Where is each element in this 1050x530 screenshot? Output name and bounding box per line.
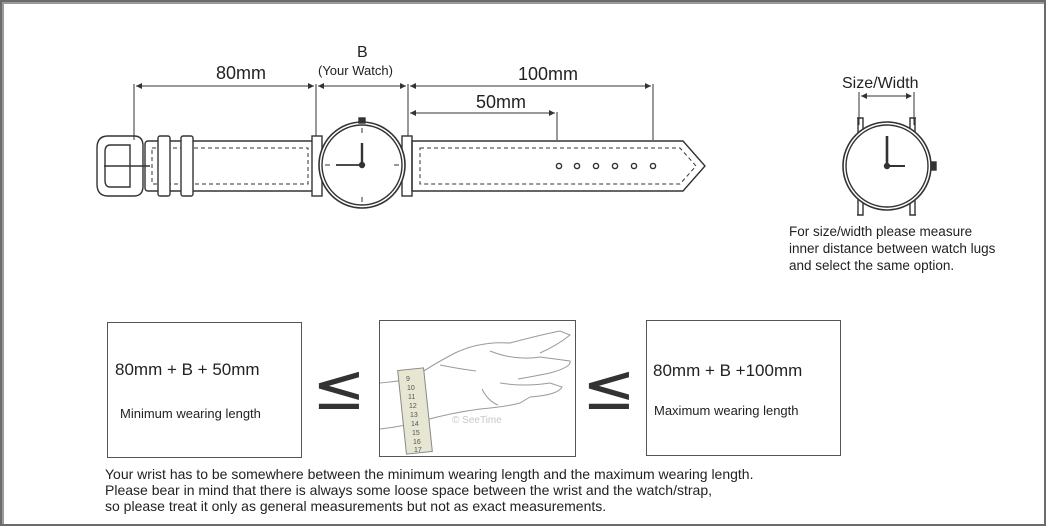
- size-width-note-line: For size/width please measure: [789, 224, 973, 239]
- wrist-sketch: 9 10 11 12 13 14 15 16 17 © SeeTime: [380, 330, 571, 455]
- tape-number: 11: [408, 394, 415, 401]
- less-equal-symbol: ≤: [582, 351, 636, 425]
- size-width-note-line: inner distance between watch lugs: [789, 241, 996, 256]
- size-width-note: For size/width please measure inner dist…: [789, 223, 995, 274]
- left-length-label: 80mm: [216, 63, 267, 83]
- tape-number: 10: [407, 385, 415, 392]
- min-length-box: 80mm + B + 50mm Minimum wearing length: [107, 322, 302, 458]
- watch-b-label: B: [357, 44, 368, 61]
- max-length-box: 80mm + B +100mm Maximum wearing length: [646, 320, 841, 456]
- min-length-formula: 80mm + B + 50mm: [115, 360, 260, 379]
- min-length-caption: Minimum wearing length: [120, 406, 261, 421]
- tape-number: 17: [414, 447, 422, 454]
- footer-line: so please treat it only as general measu…: [105, 498, 607, 514]
- tape-number: 13: [410, 412, 418, 419]
- tape-number: 16: [413, 439, 421, 446]
- tape-number: 12: [409, 403, 417, 410]
- less-equal-symbol: ≤: [312, 351, 366, 425]
- photo-watermark: © SeeTime: [452, 415, 502, 426]
- footer-line: Please bear in mind that there is always…: [105, 482, 712, 498]
- tape-number: 14: [411, 421, 419, 428]
- watch-sub-label: (Your Watch): [318, 63, 393, 78]
- max-length-caption: Maximum wearing length: [654, 403, 799, 418]
- tape-number: 15: [412, 430, 420, 437]
- long-length-label: 100mm: [518, 64, 579, 84]
- max-length-formula: 80mm + B +100mm: [653, 361, 803, 380]
- short-length-label: 50mm: [476, 92, 527, 112]
- size-width-title: Size/Width: [842, 75, 919, 92]
- size-width-note-line: and select the same option.: [789, 258, 955, 273]
- wrist-measurement-photo: 9 10 11 12 13 14 15 16 17 © SeeTime: [379, 320, 576, 457]
- footer-note: Your wrist has to be somewhere between t…: [105, 466, 753, 514]
- tape-number: 9: [406, 376, 410, 383]
- footer-line: Your wrist has to be somewhere between t…: [105, 466, 754, 482]
